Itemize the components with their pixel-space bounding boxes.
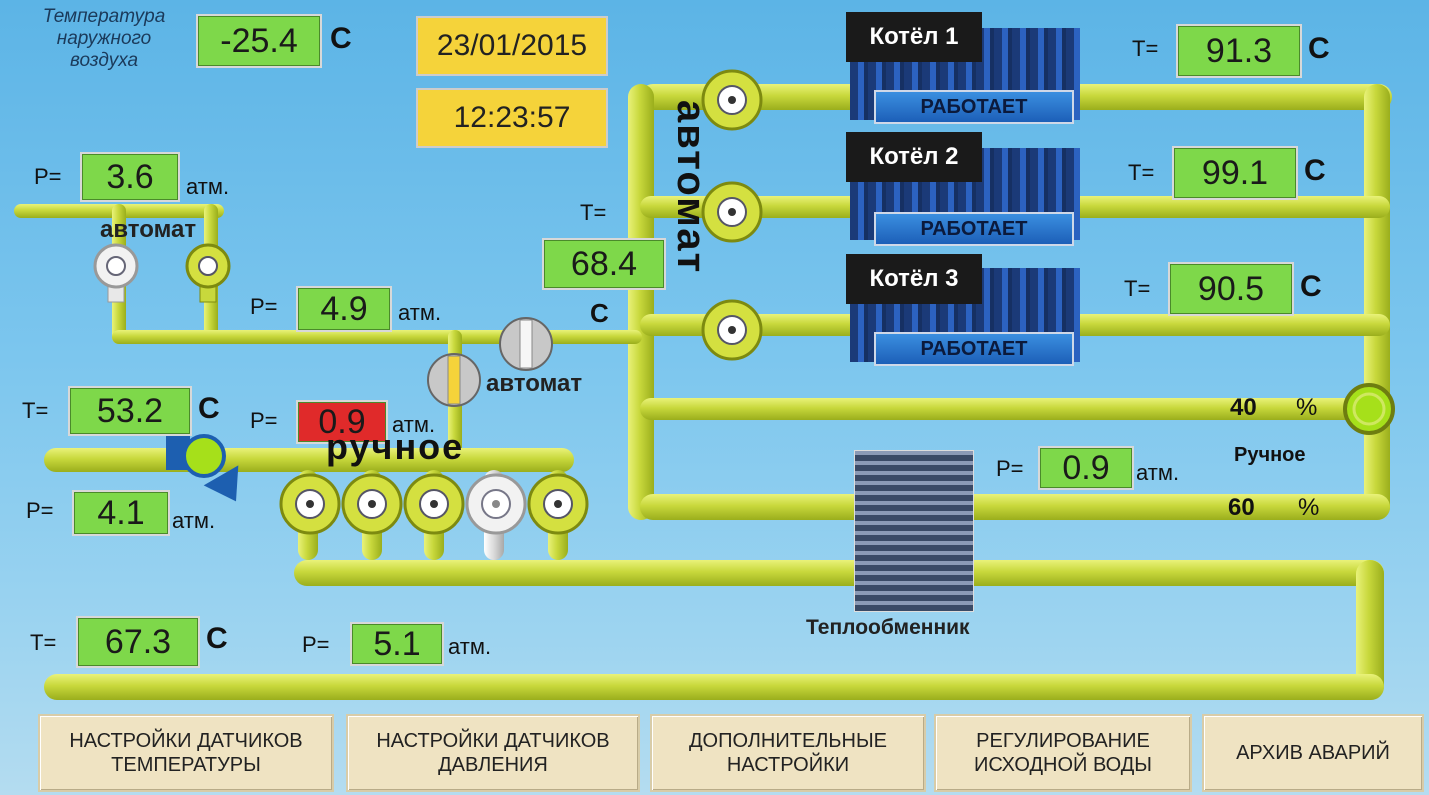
three-way-valve[interactable] bbox=[1342, 382, 1396, 436]
boiler-3-t-label: T= bbox=[1124, 276, 1151, 301]
automatic-valve-2[interactable] bbox=[426, 352, 482, 408]
valve-pct-top-unit: % bbox=[1296, 394, 1318, 421]
boiler-1-t-label: T= bbox=[1132, 36, 1159, 61]
t-bottom-unit: C bbox=[206, 622, 228, 655]
pipe bbox=[44, 448, 574, 472]
t-return-label: T= bbox=[22, 398, 49, 423]
p4-value: 4.1 bbox=[72, 490, 170, 536]
boiler-pump-1[interactable] bbox=[700, 68, 764, 132]
valve-pct-bottom-unit: % bbox=[1298, 494, 1320, 521]
p3-label: P= bbox=[250, 408, 278, 433]
circulation-pump-2[interactable] bbox=[340, 472, 404, 536]
boiler-2-t-unit: C bbox=[1304, 154, 1326, 187]
flow-switch-icon[interactable] bbox=[166, 434, 262, 506]
circulation-pump-5[interactable] bbox=[526, 472, 590, 536]
boiler-pumps-mode: автомат bbox=[669, 100, 713, 275]
circulation-pump-1[interactable] bbox=[278, 472, 342, 536]
date-display: 23/01/2015 bbox=[416, 16, 608, 76]
p2-value: 4.9 bbox=[296, 286, 392, 332]
boiler-1-status: РАБОТАЕТ bbox=[874, 90, 1074, 124]
automat-left-label: автомат bbox=[100, 216, 197, 243]
p2-label: P= bbox=[250, 294, 278, 319]
outdoor-temp-unit: C bbox=[330, 22, 352, 55]
p4-unit: атм. bbox=[172, 508, 216, 533]
boiler-2-t-label: T= bbox=[1128, 160, 1155, 185]
p6-unit: атм. bbox=[1136, 460, 1180, 485]
pipe bbox=[640, 494, 1390, 520]
pipe bbox=[112, 330, 642, 344]
make-up-pump-1[interactable] bbox=[92, 242, 140, 304]
pipe bbox=[294, 560, 1384, 586]
pipe bbox=[44, 674, 1384, 700]
p3-value: 0.9 bbox=[296, 400, 388, 444]
p1-unit: атм. bbox=[186, 174, 230, 199]
pipe bbox=[628, 84, 654, 520]
boiler-2-t-value: 99.1 bbox=[1172, 146, 1298, 200]
circulation-pump-4[interactable] bbox=[464, 472, 528, 536]
p4-label: P= bbox=[26, 498, 54, 523]
p6-label: P= bbox=[996, 456, 1024, 481]
pipe bbox=[640, 398, 1390, 420]
boiler-2-status: РАБОТАЕТ bbox=[874, 212, 1074, 246]
make-up-pump-2[interactable] bbox=[184, 242, 232, 304]
t-bottom-label: T= bbox=[30, 630, 57, 655]
pressure-sensors-settings-button[interactable]: НАСТРОЙКИ ДАТЧИКОВ ДАВЛЕНИЯ bbox=[346, 714, 640, 792]
boiler-3-name[interactable]: Котёл 3 bbox=[846, 254, 982, 304]
boiler-pump-2[interactable] bbox=[700, 180, 764, 244]
valve-pct-bottom: 60 bbox=[1228, 494, 1255, 521]
valve-mode-label: Ручное bbox=[1234, 444, 1306, 466]
boiler-1-t-unit: C bbox=[1308, 32, 1330, 65]
automatic-valve-1[interactable] bbox=[498, 316, 554, 372]
p5-value: 5.1 bbox=[350, 622, 444, 666]
heat-exchanger-label: Теплообменник bbox=[806, 616, 970, 639]
boiler-3-status: РАБОТАЕТ bbox=[874, 332, 1074, 366]
supply-t-unit: C bbox=[590, 298, 609, 328]
boiler-2-name[interactable]: Котёл 2 bbox=[846, 132, 982, 182]
manual-pumps-label: ручное bbox=[326, 426, 465, 467]
valve-pct-top: 40 bbox=[1230, 394, 1257, 421]
outdoor-temp-label: Температура наружного воздуха bbox=[42, 6, 166, 71]
t-bottom-value: 67.3 bbox=[76, 616, 200, 668]
boiler-3-t-unit: C bbox=[1300, 270, 1322, 303]
supply-t-value: 68.4 bbox=[542, 238, 666, 290]
time-display: 12:23:57 bbox=[416, 88, 608, 148]
alarm-archive-button[interactable]: АРХИВ АВАРИЙ bbox=[1202, 714, 1424, 792]
automat-mid-label: автомат bbox=[486, 370, 583, 397]
boiler-3-t-value: 90.5 bbox=[1168, 262, 1294, 316]
p1-value: 3.6 bbox=[80, 152, 180, 202]
p6-value: 0.9 bbox=[1038, 446, 1134, 490]
p5-unit: атм. bbox=[448, 634, 492, 659]
p2-unit: атм. bbox=[398, 300, 442, 325]
p5-label: P= bbox=[302, 632, 330, 657]
pipe bbox=[1364, 84, 1390, 520]
additional-settings-button[interactable]: ДОПОЛНИТЕЛЬНЫЕ НАСТРОЙКИ bbox=[650, 714, 926, 792]
t-return-value: 53.2 bbox=[68, 386, 192, 436]
t-return-unit: C bbox=[198, 392, 220, 425]
p1-label: P= bbox=[34, 164, 62, 189]
boiler-pump-3[interactable] bbox=[700, 298, 764, 362]
source-water-regulation-button[interactable]: РЕГУЛИРОВАНИЕ ИСХОДНОЙ ВОДЫ bbox=[934, 714, 1192, 792]
boiler-1-name[interactable]: Котёл 1 bbox=[846, 12, 982, 62]
supply-t-label: T= bbox=[580, 200, 607, 225]
heat-exchanger-image[interactable] bbox=[854, 450, 974, 612]
temperature-sensors-settings-button[interactable]: НАСТРОЙКИ ДАТЧИКОВ ТЕМПЕРАТУРЫ bbox=[38, 714, 334, 792]
outdoor-temp-value: -25.4 bbox=[196, 14, 322, 68]
p3-unit: атм. bbox=[392, 412, 436, 437]
circulation-pump-3[interactable] bbox=[402, 472, 466, 536]
boiler-1-t-value: 91.3 bbox=[1176, 24, 1302, 78]
